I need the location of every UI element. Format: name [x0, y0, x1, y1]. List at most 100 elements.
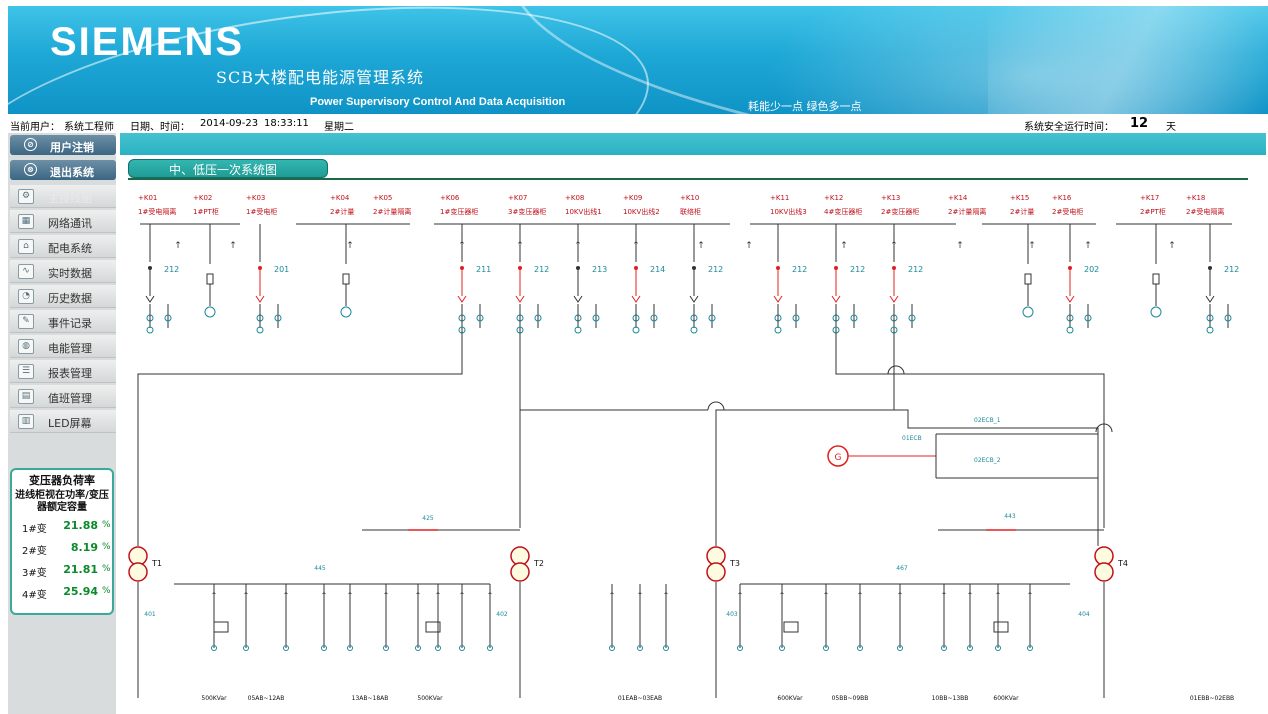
realtime-icon: ∿: [18, 264, 34, 279]
transformer-icon: [1094, 562, 1114, 582]
breaker-arrow: [515, 295, 525, 303]
ct-icon: [690, 326, 698, 334]
ct-icon: [632, 326, 640, 334]
user-logout-icon: ⊘: [24, 138, 37, 151]
arrester-icon: ↑: [1168, 241, 1176, 251]
lv-ct-icon: [1027, 645, 1033, 651]
load-row-unit: %: [102, 520, 111, 530]
cabinet-id: +K15: [1010, 194, 1029, 202]
load-row-value: 21.81: [63, 563, 98, 576]
nav-item-event[interactable]: ✎ 事件记录: [10, 310, 116, 333]
breaker-arrow: [1205, 295, 1215, 303]
lv-ct-icon: [347, 645, 353, 651]
lv-arrow-icon: ↑: [737, 591, 744, 600]
nav-item-report[interactable]: ☰ 报表管理: [10, 360, 116, 383]
cabinet-name: 10KV出线3: [770, 207, 807, 216]
lv-ct-icon: [609, 645, 615, 651]
uptime-label: 系统安全运行时间：: [1024, 122, 1114, 133]
lv-ct-icon: [383, 645, 389, 651]
lv-ct-icon: [663, 645, 669, 651]
diagram-title-tab[interactable]: 中、低压一次系统图: [128, 159, 328, 178]
system-title: SCB大楼配电能源管理系统: [216, 68, 424, 87]
energy-icon: ◍: [18, 339, 34, 354]
user-logout-button[interactable]: ⊘ 用户注销: [10, 135, 116, 155]
pt-icon: [204, 306, 216, 318]
breaker-arrow: [831, 295, 841, 303]
breaker-arrow: [689, 295, 699, 303]
nav-item-realtime[interactable]: ∿ 实时数据: [10, 260, 116, 283]
nav-item-history[interactable]: ◔ 历史数据: [10, 285, 116, 308]
nav-item-label: 主接线图: [48, 192, 92, 205]
ct-icon: [164, 314, 172, 322]
fuse-icon: [342, 273, 350, 285]
arrester-icon: ↑: [697, 241, 705, 251]
cabinet-name: 2#计量: [1010, 207, 1034, 216]
lv-ct-icon: [941, 645, 947, 651]
exit-icon: ⊗: [24, 163, 37, 176]
cabinet-id: +K08: [565, 194, 584, 202]
info-bar: 当前用户： 系统工程师 日期、时间： 2014-09-23 18:33:11 星…: [8, 116, 1268, 133]
capacitor-icon: [783, 621, 799, 633]
cabinet-name: 1#变压器柜: [440, 207, 478, 216]
lv-arrow-icon: ↑: [459, 591, 466, 600]
cabinet-id: +K04: [330, 194, 350, 202]
nav-item-wiring[interactable]: ⚙ 主接线图: [10, 185, 116, 208]
lv-group-label: 13AB~18AB: [352, 695, 389, 702]
content-toolbar: [120, 133, 1266, 155]
cabinet-name: 2#变压器柜: [881, 207, 919, 216]
gen-branch-code: 02ECB_1: [974, 417, 1001, 424]
breaker-arrow: [1065, 295, 1075, 303]
nav-item-led[interactable]: ▥ LED屏幕: [10, 410, 116, 433]
nav-item-duty[interactable]: ▤ 值班管理: [10, 385, 116, 408]
lv-group-label: 05AB~12AB: [248, 695, 285, 702]
lv-group-label: 500KVar: [417, 695, 443, 702]
breaker-code: 212: [1224, 265, 1239, 274]
load-row-name: 4#变: [22, 590, 47, 601]
fuse-icon: [206, 273, 214, 285]
load-panel-title: 变压器负荷率: [29, 474, 95, 487]
breaker-contact: [518, 266, 522, 270]
load-row-2: 2#变 8.19 %: [22, 541, 111, 557]
user-label: 当前用户：: [10, 122, 60, 133]
nav-item-network[interactable]: ▦ 网络通讯: [10, 210, 116, 233]
duty-icon: ▤: [18, 389, 34, 404]
feed-t1: [137, 328, 463, 546]
network-icon: ▦: [18, 214, 34, 229]
cabinet-name: 2#计量隔离: [948, 207, 986, 216]
arrester-icon: ↑: [632, 241, 640, 251]
nav-item-label: 值班管理: [48, 392, 92, 405]
lv-ct-icon: [459, 645, 465, 651]
crossover-arc: [1095, 423, 1113, 433]
cabinet-id: +K09: [623, 194, 642, 202]
datetime-label: 日期、时间：: [130, 122, 190, 133]
pt-icon: [340, 306, 352, 318]
lv-ct-icon: [967, 645, 973, 651]
load-row-value: 21.88: [63, 519, 98, 532]
cabinet-id: +K02: [193, 194, 212, 202]
transformer-label: T3: [729, 559, 740, 568]
breaker-contact: [1068, 266, 1072, 270]
exit-system-button[interactable]: ⊗ 退出系统: [10, 160, 116, 180]
date-value: 2014-09-23: [200, 118, 259, 129]
fuse-icon: [1024, 273, 1032, 285]
incomer-code: 402: [496, 611, 508, 618]
breaker-contact: [460, 266, 464, 270]
arrester-icon: ↑: [229, 241, 237, 251]
incomer-code: 403: [726, 611, 738, 618]
single-line-diagram: +K011#受电隔离+K021#PT柜+K031#受电柜+K042#计量+K05…: [128, 178, 1248, 702]
lv-arrow-icon: ↑: [823, 591, 830, 600]
generator-label: G: [835, 453, 842, 463]
crossover-arc: [887, 365, 905, 375]
nav-item-energy[interactable]: ◍ 电能管理: [10, 335, 116, 358]
cabinet-name: 10KV出线1: [565, 207, 602, 216]
cabinet-id: +K12: [824, 194, 843, 202]
nav-item-label: 配电系统: [48, 242, 92, 255]
ct-icon: [774, 326, 782, 334]
lv-group-label: 600KVar: [993, 695, 1019, 702]
cabinet-name: 2#受电隔离: [1186, 207, 1224, 216]
nav-item-distribution[interactable]: ⌂ 配电系统: [10, 235, 116, 258]
arrester-icon: ↑: [516, 241, 524, 251]
ct-icon: [1206, 326, 1214, 334]
breaker-arrow: [889, 295, 899, 303]
cabinet-id: +K11: [770, 194, 789, 202]
